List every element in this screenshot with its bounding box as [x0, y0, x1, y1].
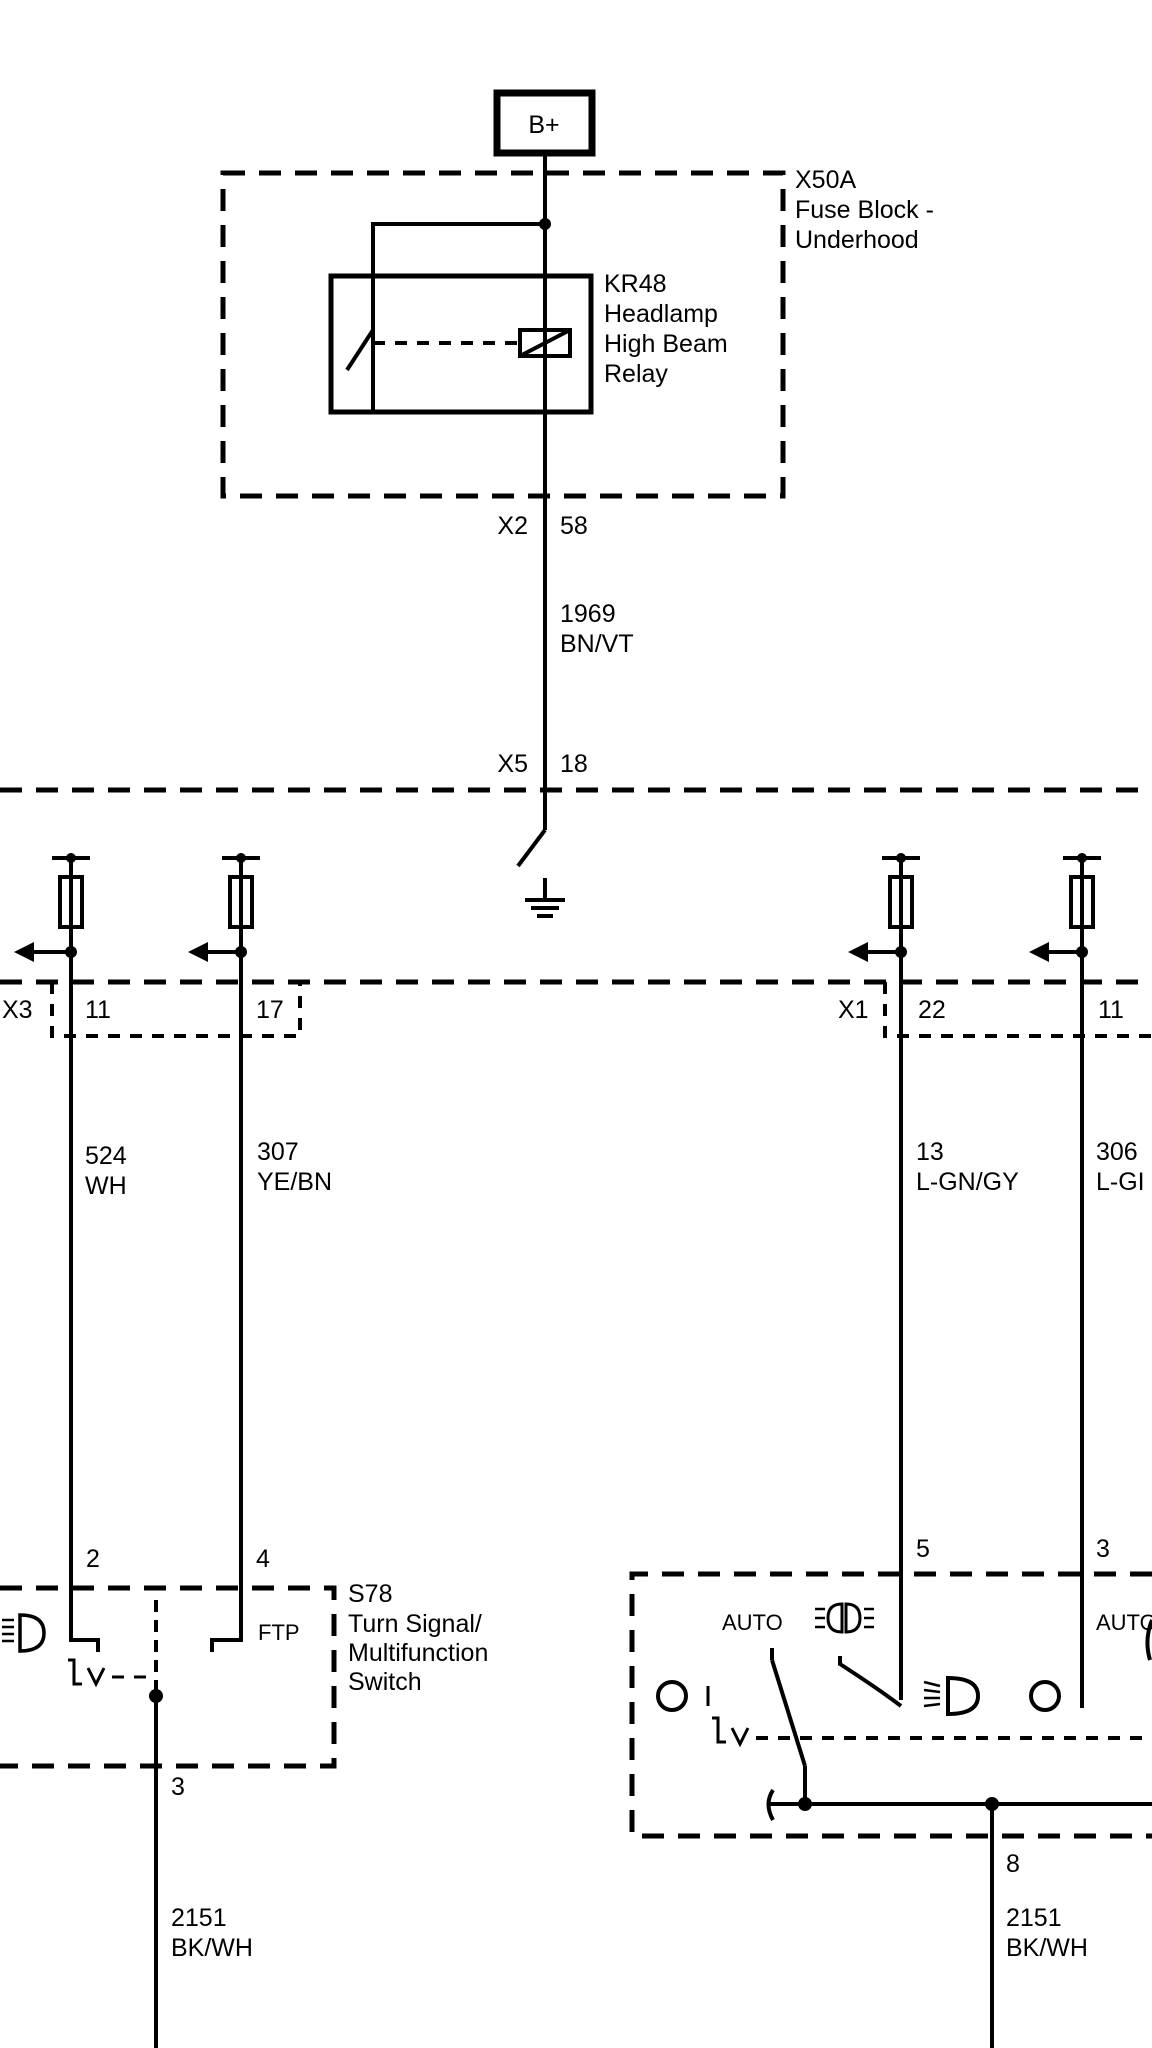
- wire-1969-circuit: 1969: [560, 600, 616, 628]
- auto-contact-arm: [770, 1659, 807, 1767]
- relay-box: [328, 273, 594, 415]
- s78-pin-2: 2: [86, 1545, 100, 1573]
- pullup-resistor-1: [14, 853, 90, 962]
- s78-pin-4: 4: [256, 1545, 270, 1573]
- s78-contact-left: [69, 1628, 100, 1652]
- relay-line1: Headlamp: [604, 300, 718, 328]
- right-switch-contact-3: [1145, 1619, 1152, 1661]
- connector-x3-pin-b: 17: [256, 996, 284, 1024]
- fuse-block-outline: [220, 170, 786, 499]
- wire-13-color: L-GN/GY: [916, 1168, 1019, 1196]
- wire-1969-color: BN/VT: [560, 630, 634, 658]
- connector-x1: X1: [838, 996, 869, 1024]
- battery-positive-terminal: B+: [493, 89, 596, 157]
- relay-contact: [345, 328, 375, 372]
- pullup-resistor-4: [1029, 853, 1101, 962]
- fuse-block-name-line2: Underhood: [795, 226, 919, 254]
- right-switch-auto-left: AUTO: [722, 1610, 783, 1635]
- relay-switch-feed: [371, 222, 545, 412]
- connector-x1-pin-b: 11: [1098, 996, 1124, 1024]
- wire-2151-right-circuit: 2151: [1006, 1904, 1062, 1932]
- ground-symbol: [516, 828, 565, 918]
- s78-outline: [0, 1585, 337, 1769]
- off-position-circle-right: [1029, 1680, 1061, 1712]
- connector-x3: X3: [2, 996, 33, 1024]
- wire-2151-left-color: BK/WH: [171, 1934, 253, 1962]
- right-switch-pin-8: 8: [1006, 1850, 1020, 1878]
- bus-start-arc: [766, 1788, 775, 1821]
- relay-coil: [518, 328, 572, 358]
- off-position-circle-left: [656, 1680, 688, 1712]
- parking-lamp-icon: [815, 1602, 874, 1634]
- relay-line2: High Beam: [604, 330, 728, 358]
- wire-524-color: WH: [85, 1172, 127, 1200]
- wire-2151-left-circuit: 2151: [171, 1904, 227, 1932]
- right-switch-outline: [629, 1571, 1152, 1839]
- relay-id: KR48: [604, 270, 667, 298]
- wire-13-circuit: 13: [916, 1138, 944, 1166]
- connector-x1-pin-a: 22: [918, 996, 946, 1024]
- right-switch-pin-3: 3: [1096, 1535, 1110, 1563]
- wire-2151-right-color: BK/WH: [1006, 1934, 1088, 1962]
- s78-actuator-symbol: [68, 1658, 148, 1688]
- s78-line3: Switch: [348, 1668, 422, 1696]
- wire-307-circuit: 307: [257, 1138, 299, 1166]
- wire-307-color: YE/BN: [257, 1168, 332, 1196]
- high-beam-icon: [2, 1613, 46, 1653]
- pullup-resistor-2: [188, 853, 260, 962]
- connector-x5: X5: [497, 750, 528, 778]
- relay-kr48: [328, 273, 594, 415]
- s78-contact-ftp: [210, 1628, 243, 1652]
- right-switch-pin-5: 5: [916, 1535, 930, 1563]
- pullup-resistor-3: [848, 853, 920, 962]
- s78-line2: Multifunction: [348, 1639, 488, 1667]
- right-switch-auto-right: AUTO: [1096, 1610, 1152, 1635]
- connector-x3-pin-a: 11: [85, 996, 111, 1024]
- connector-x3-outline: [50, 982, 302, 1038]
- headlamp-icon: [923, 1675, 981, 1717]
- right-switch-contact-5: [838, 1656, 903, 1708]
- s78-id: S78: [348, 1580, 392, 1608]
- wire-306-circuit: 306: [1096, 1138, 1138, 1166]
- connector-x5-pin: 18: [560, 750, 588, 778]
- wire-306-color: L-GI: [1096, 1168, 1145, 1196]
- s78-ftp-label: FTP: [258, 1620, 300, 1645]
- connector-x1-outline: [883, 982, 1152, 1038]
- right-switch-actuator-symbol: [712, 1716, 750, 1748]
- wire-524-circuit: 524: [85, 1142, 127, 1170]
- connector-x2: X2: [497, 512, 528, 540]
- bus-splice-left: [798, 1797, 812, 1811]
- relay-line3: Relay: [604, 360, 668, 388]
- s78-line1: Turn Signal/: [348, 1610, 482, 1638]
- battery-positive-label: B+: [528, 111, 559, 139]
- connector-x2-pin: 58: [560, 512, 588, 540]
- fuse-block-id: X50A: [795, 166, 856, 194]
- relay-coil-slash: [519, 328, 571, 358]
- fuse-block-name-line1: Fuse Block -: [795, 196, 934, 224]
- s78-pin-3: 3: [171, 1773, 185, 1801]
